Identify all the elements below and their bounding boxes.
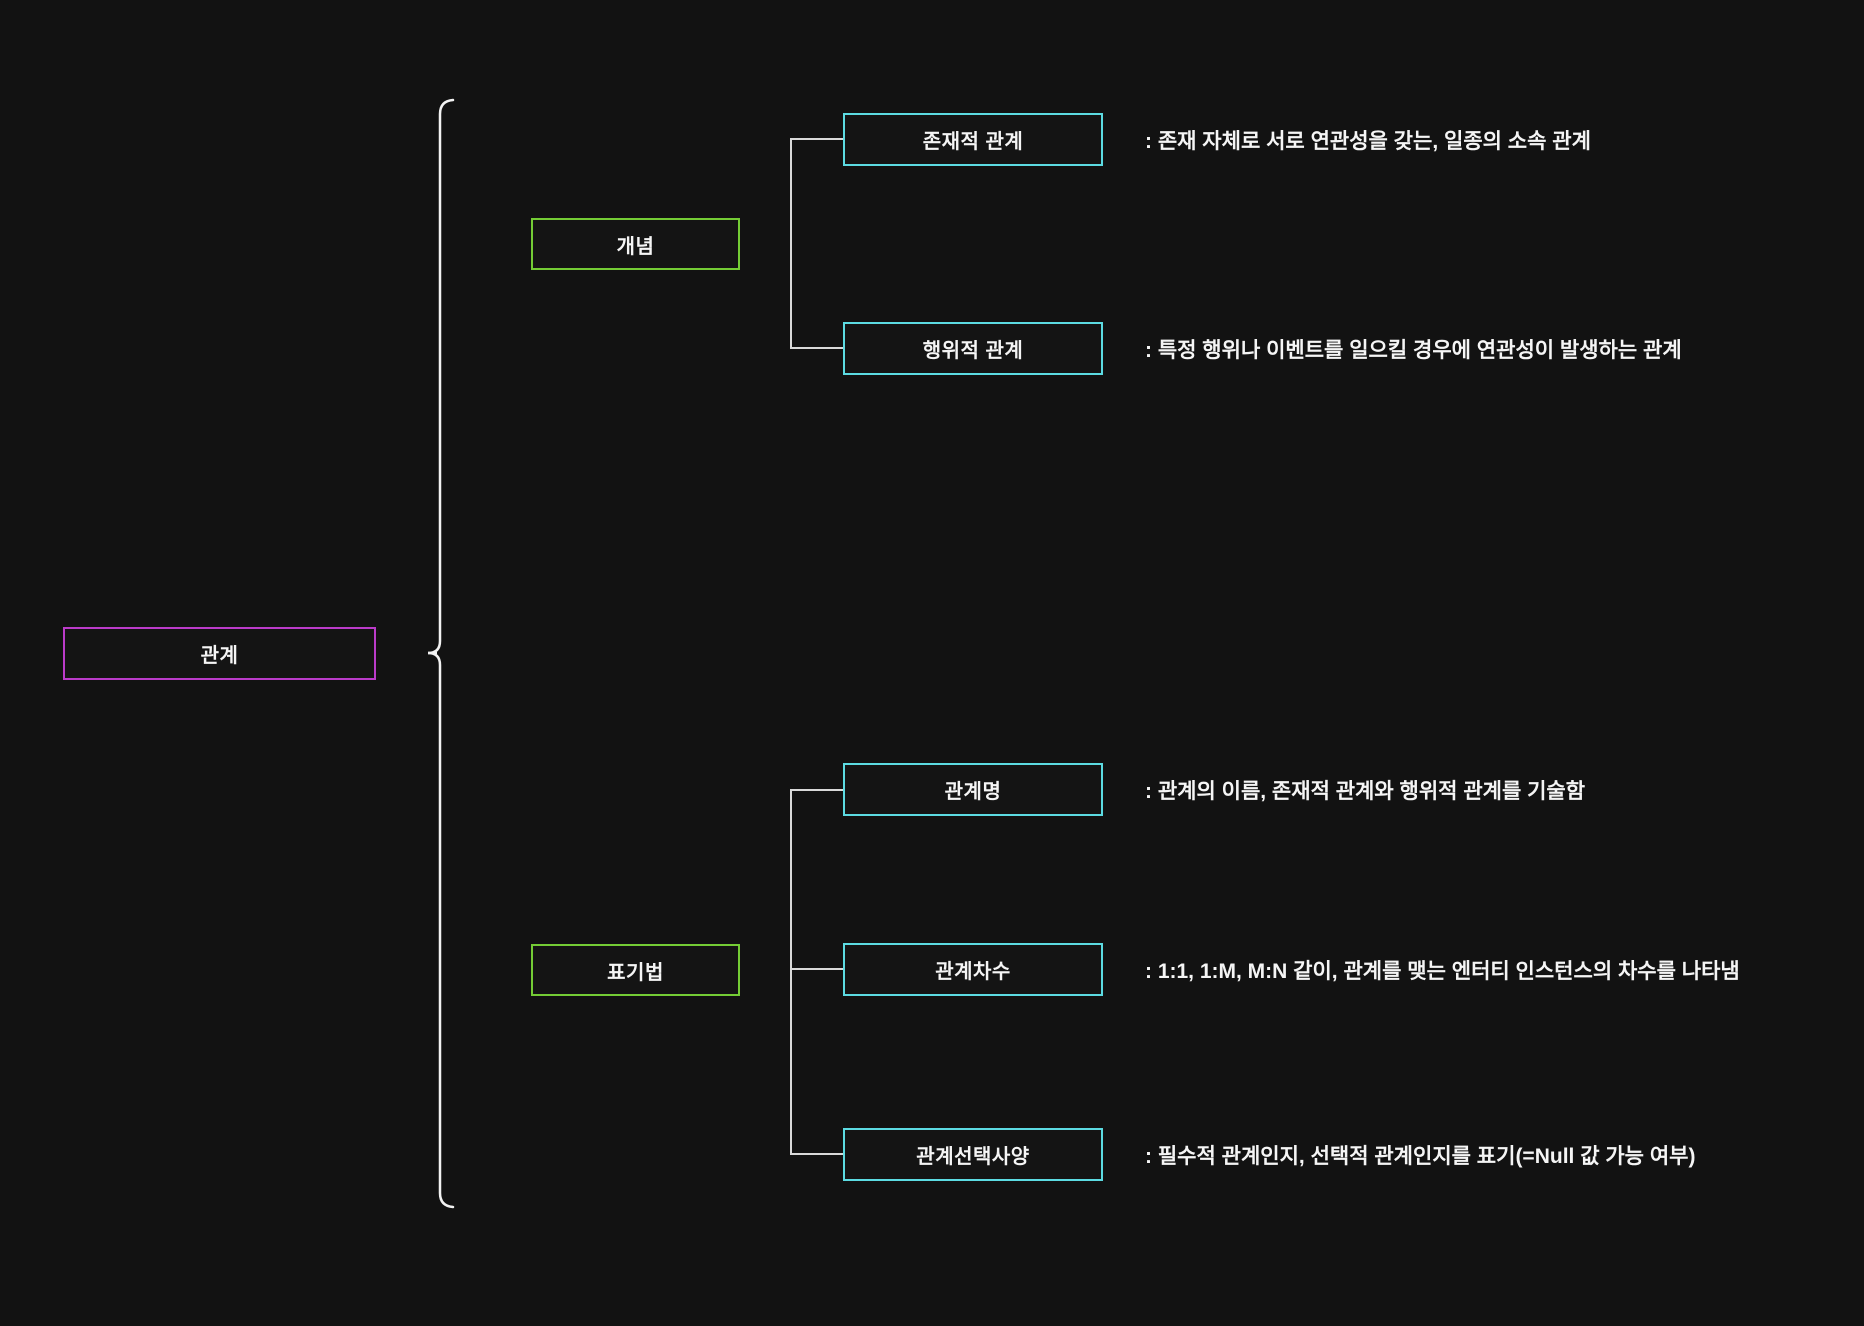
node-branch-notation[interactable]: 표기법: [531, 944, 740, 996]
node-leaf-behavioral-relationship[interactable]: 행위적 관계: [843, 322, 1103, 375]
node-leaf-label: 관계명: [944, 781, 1002, 803]
node-leaf-label: 관계차수: [935, 961, 1011, 983]
node-branch-concept-label: 개념: [616, 235, 655, 258]
desc-relationship-name[interactable]: : 관계의 이름, 존재적 관계와 행위적 관계를 기술함: [1145, 763, 1585, 816]
desc-relationship-degree[interactable]: : 1:1, 1:M, M:N 같이, 관계를 맺는 엔터티 인스턴스의 차수를…: [1145, 943, 1740, 996]
node-branch-notation-label: 표기법: [607, 961, 664, 984]
node-leaf-label: 관계선택사양: [916, 1146, 1030, 1168]
node-branch-concept[interactable]: 개념: [531, 218, 740, 270]
node-leaf-relationship-degree[interactable]: 관계차수: [843, 943, 1103, 996]
connector-branch2: [790, 789, 843, 1155]
node-leaf-existential-relationship[interactable]: 존재적 관계: [843, 113, 1103, 166]
connector-branch1: [790, 138, 843, 349]
desc-text: : 필수적 관계인지, 선택적 관계인지를 표기(=Null 값 가능 여부): [1145, 1144, 1696, 1168]
desc-existential-relationship[interactable]: : 존재 자체로 서로 연관성을 갖는, 일종의 소속 관계: [1145, 113, 1591, 166]
node-leaf-label: 존재적 관계: [922, 131, 1024, 153]
node-root-label: 관계: [200, 645, 239, 667]
desc-relationship-optionality[interactable]: : 필수적 관계인지, 선택적 관계인지를 표기(=Null 값 가능 여부): [1145, 1128, 1695, 1181]
desc-text: : 관계의 이름, 존재적 관계와 행위적 관계를 기술함: [1145, 779, 1586, 803]
desc-text: : 특정 행위나 이벤트를 일으킬 경우에 연관성이 발생하는 관계: [1145, 338, 1682, 362]
node-leaf-relationship-name[interactable]: 관계명: [843, 763, 1103, 816]
node-root[interactable]: 관계: [63, 627, 376, 680]
node-leaf-label: 행위적 관계: [922, 340, 1024, 362]
desc-behavioral-relationship[interactable]: : 특정 행위나 이벤트를 일으킬 경우에 연관성이 발생하는 관계: [1145, 322, 1682, 375]
node-leaf-relationship-optionality[interactable]: 관계선택사양: [843, 1128, 1103, 1181]
desc-text: : 1:1, 1:M, M:N 같이, 관계를 맺는 엔터티 인스턴스의 차수를…: [1145, 959, 1740, 983]
desc-text: : 존재 자체로 서로 연관성을 갖는, 일종의 소속 관계: [1145, 129, 1591, 153]
